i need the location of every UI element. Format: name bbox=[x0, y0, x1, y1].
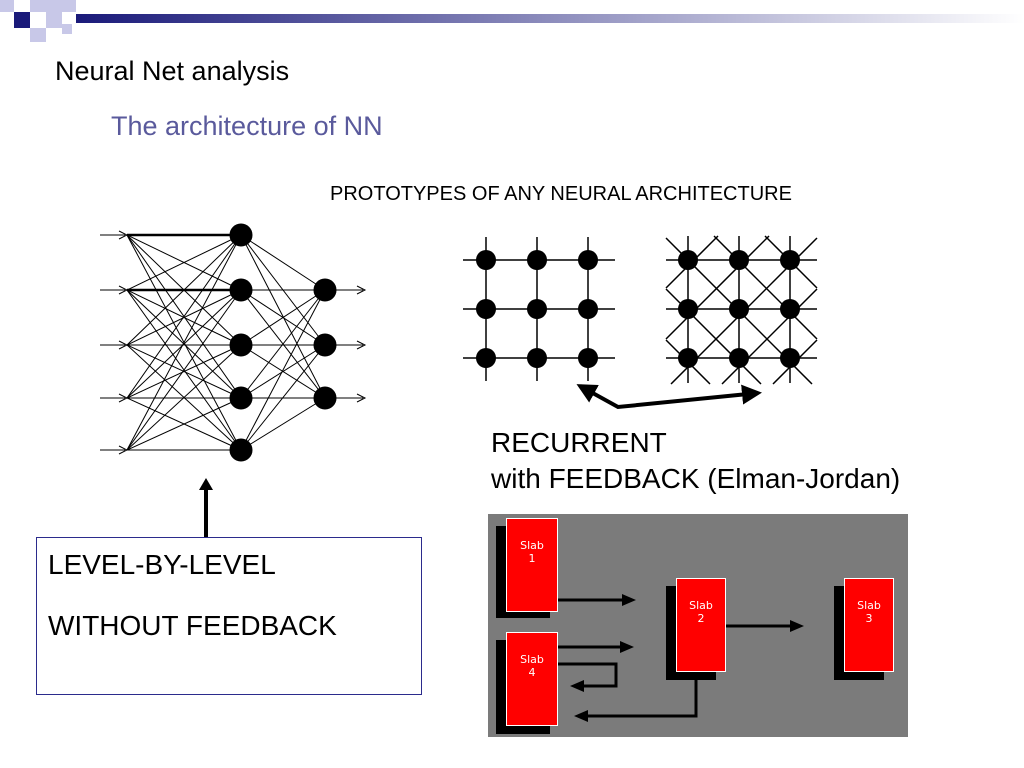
network-edge bbox=[240, 289, 326, 451]
recurrent-line1: RECURRENT bbox=[491, 427, 667, 458]
network-edge bbox=[126, 344, 242, 451]
level-line2: WITHOUT FEEDBACK bbox=[48, 610, 337, 641]
prototypes-heading: PROTOTYPES OF ANY NEURAL ARCHITECTURE bbox=[330, 183, 792, 205]
network-edge bbox=[126, 397, 242, 451]
network-edge bbox=[126, 289, 242, 346]
network-edge bbox=[126, 344, 242, 399]
network-node bbox=[313, 386, 337, 410]
slab-shadow bbox=[496, 640, 508, 734]
slab-2-label: Slab bbox=[689, 599, 713, 612]
level-by-level-box: LEVEL-BY-LEVEL WITHOUT FEEDBACK bbox=[36, 537, 422, 695]
slab-3: Slab 3 bbox=[844, 578, 894, 672]
output-arrow bbox=[356, 393, 367, 403]
slab-3-label: Slab bbox=[857, 599, 881, 612]
network-node bbox=[313, 278, 337, 302]
slide-subtitle: The architecture of NN bbox=[111, 111, 383, 141]
network-edge bbox=[126, 289, 242, 399]
slab-3-number: 3 bbox=[865, 612, 873, 625]
slide-title: Neural Net analysis bbox=[55, 56, 290, 86]
network-node bbox=[229, 278, 253, 302]
slab-4-number: 4 bbox=[528, 666, 536, 679]
output-arrow bbox=[356, 285, 367, 295]
network-edge bbox=[240, 289, 326, 346]
network-edge bbox=[240, 397, 326, 451]
slab-4: Slab 4 bbox=[506, 632, 558, 726]
network-edge bbox=[240, 234, 326, 399]
network-node bbox=[229, 333, 253, 357]
recurrent-line2: with FEEDBACK (Elman-Jordan) bbox=[491, 463, 901, 494]
network-node bbox=[313, 333, 337, 357]
level-line1: LEVEL-BY-LEVEL bbox=[48, 549, 276, 580]
slab-shadow bbox=[496, 526, 508, 618]
slab-1-label: Slab bbox=[520, 539, 544, 552]
network-edge bbox=[126, 289, 242, 451]
lattice-diagonal-diagram bbox=[665, 235, 818, 385]
slab-1: Slab 1 bbox=[506, 518, 558, 612]
header-decoration bbox=[0, 0, 1024, 42]
network-edge bbox=[240, 344, 326, 451]
lattice-grid-diagram bbox=[463, 237, 615, 381]
feedforward-network-diagram bbox=[100, 223, 367, 462]
network-edge bbox=[126, 234, 242, 451]
network-edge bbox=[126, 234, 242, 346]
network-node bbox=[229, 438, 253, 462]
double-arrow-icon bbox=[576, 384, 762, 410]
network-edge bbox=[126, 234, 242, 399]
network-edge bbox=[240, 344, 326, 399]
slab-shadow bbox=[834, 586, 846, 680]
slab-2: Slab 2 bbox=[676, 578, 726, 672]
network-node bbox=[229, 386, 253, 410]
recurrent-caption: RECURRENT with FEEDBACK (Elman-Jordan) bbox=[491, 425, 900, 497]
slab-connections bbox=[558, 594, 804, 722]
network-edge bbox=[240, 289, 326, 399]
network-node bbox=[229, 223, 253, 247]
network-edge bbox=[126, 234, 242, 291]
slab-diagram: Slab 1 Slab 4 Slab 2 Slab 3 bbox=[488, 514, 908, 737]
slab-2-number: 2 bbox=[697, 612, 705, 625]
network-edge bbox=[240, 234, 326, 291]
output-arrow bbox=[356, 340, 367, 350]
slab-4-label: Slab bbox=[520, 653, 544, 666]
slab-shadow bbox=[666, 586, 678, 680]
up-arrow-icon bbox=[199, 478, 213, 538]
slab-1-number: 1 bbox=[528, 552, 536, 565]
